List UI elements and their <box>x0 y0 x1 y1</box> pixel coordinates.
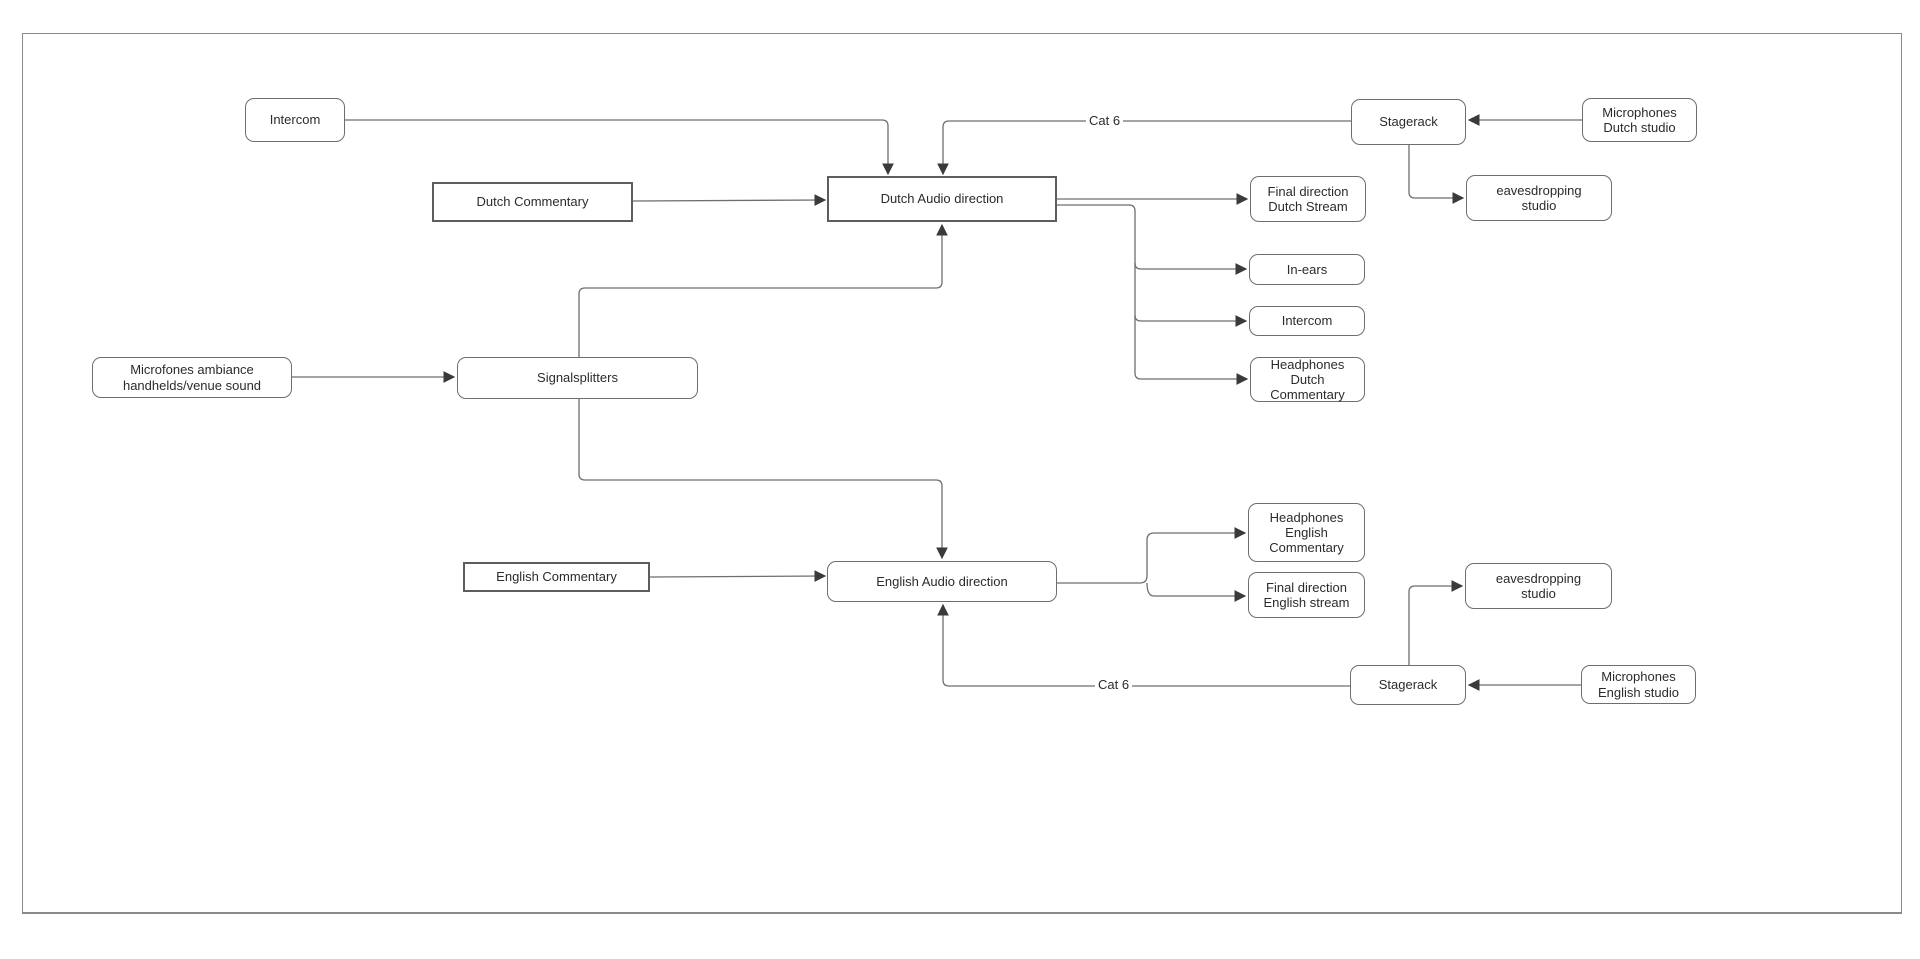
node-final-direction-dutch-stream[interactable]: Final direction Dutch Stream <box>1250 176 1366 222</box>
node-dutch-audio-direction[interactable]: Dutch Audio direction <box>827 176 1057 222</box>
node-english-commentary[interactable]: English Commentary <box>463 562 650 592</box>
node-stagerack-bottom[interactable]: Stagerack <box>1350 665 1466 705</box>
node-microphones-dutch-studio[interactable]: Microphones Dutch studio <box>1582 98 1697 142</box>
edge-dutch-audio-trunk <box>1057 204 1136 373</box>
node-stagerack-top[interactable]: Stagerack <box>1351 99 1466 145</box>
node-headphones-english-commentary[interactable]: Headphones English Commentary <box>1248 503 1365 562</box>
edge-english-audio-to-headphones-english <box>1057 527 1247 584</box>
node-microphones-english-studio[interactable]: Microphones English studio <box>1581 665 1696 704</box>
node-intercom-source[interactable]: Intercom <box>245 98 345 142</box>
node-headphones-dutch-commentary[interactable]: Headphones Dutch Commentary <box>1250 357 1365 402</box>
edge-label-cat6-top[interactable]: Cat 6 <box>1086 113 1124 128</box>
node-final-direction-english-stream[interactable]: Final direction English stream <box>1248 572 1365 618</box>
edge-trunk-to-intercom-out <box>1134 314 1248 327</box>
node-eavesdropping-studio-bottom[interactable]: eavesdropping studio <box>1465 563 1612 609</box>
edge-cat6-top <box>937 120 1351 176</box>
edge-english-audio-to-final-english <box>1146 582 1247 602</box>
edge-label-cat6-bottom[interactable]: Cat 6 <box>1095 677 1133 692</box>
edge-signalsplitters-to-dutch-audio <box>578 223 948 357</box>
edge-english-commentary-to-english-audio <box>649 570 827 582</box>
edge-stagerack-top-to-eavesdropping <box>1408 145 1465 204</box>
edge-trunk-to-headphones-dutch <box>1134 372 1249 385</box>
edge-signalsplitters-to-english-audio <box>578 399 948 560</box>
edge-cat6-bottom <box>937 603 1350 687</box>
node-dutch-commentary[interactable]: Dutch Commentary <box>432 182 633 222</box>
node-intercom-output[interactable]: Intercom <box>1249 306 1365 336</box>
edge-intercom-to-dutch-audio <box>345 119 894 176</box>
node-in-ears[interactable]: In-ears <box>1249 254 1365 285</box>
edge-stagerack-bottom-to-eavesdropping <box>1408 580 1464 665</box>
node-eavesdropping-studio-top[interactable]: eavesdropping studio <box>1466 175 1612 221</box>
edge-dutch-commentary-to-dutch-audio <box>632 194 827 206</box>
node-signalsplitters[interactable]: Signalsplitters <box>457 357 698 399</box>
node-english-audio-direction[interactable]: English Audio direction <box>827 561 1057 602</box>
edge-trunk-to-in-ears <box>1134 262 1248 275</box>
node-microfones-ambiance[interactable]: Microfones ambiance handhelds/venue soun… <box>92 357 292 398</box>
